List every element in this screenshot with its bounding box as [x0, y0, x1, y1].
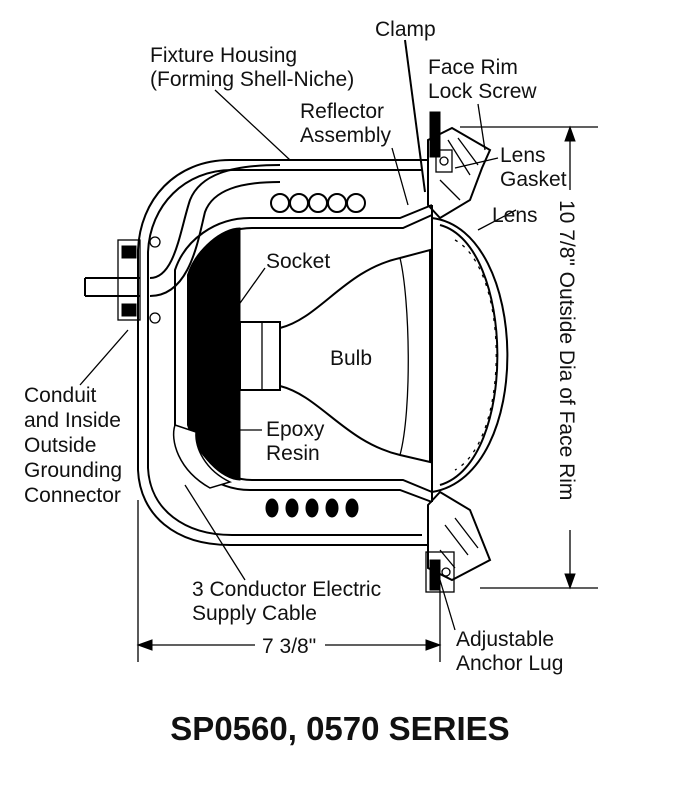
clamp — [404, 39, 426, 193]
label-lens-gasket-line2: Gasket — [500, 168, 567, 191]
label-conduit-line2: and Inside — [24, 409, 121, 432]
label-fixture-housing-line1: Fixture Housing — [150, 44, 297, 67]
label-cable-line1: 3 Conductor Electric — [192, 578, 381, 601]
bulb-reflector-edge — [399, 257, 409, 456]
supply-cable-coils-bottom — [265, 498, 359, 518]
supply-cable-coils-top — [270, 193, 366, 213]
label-anchor-line1: Adjustable — [456, 628, 554, 651]
label-epoxy-line2: Resin — [266, 442, 320, 465]
fixture-housing — [137, 159, 428, 546]
label-conduit-line5: Connector — [24, 484, 121, 507]
dimension-face-rim — [460, 125, 598, 590]
label-bulb: Bulb — [330, 347, 372, 370]
epoxy-resin-inset — [172, 424, 233, 489]
face-rim-bottom — [425, 490, 492, 593]
label-conduit-line3: Outside — [24, 434, 96, 457]
label-socket: Socket — [266, 250, 330, 273]
conduit-pipe — [84, 164, 281, 324]
label-lens-gasket-line1: Lens — [500, 144, 546, 167]
leader-lines — [79, 89, 517, 631]
label-epoxy-line1: Epoxy — [266, 418, 325, 441]
dimension-depth — [136, 500, 442, 662]
label-face-rim-line1: Face Rim — [428, 56, 518, 79]
bulb — [279, 248, 431, 464]
diagram-title: SP0560, 0570 SERIES — [170, 710, 509, 747]
label-face-rim-line2: Lock Screw — [428, 80, 537, 103]
face-rim-top — [427, 111, 492, 220]
label-anchor-line2: Anchor Lug — [456, 652, 563, 675]
label-clamp: Clamp — [375, 18, 436, 41]
label-lens: Lens — [492, 204, 538, 227]
label-reflector-line1: Reflector — [300, 100, 384, 123]
label-conduit-line1: Conduit — [24, 384, 97, 407]
dimension-face-rim-label: 10 7/8" Outside Dia of Face Rim — [555, 200, 578, 500]
dimension-depth-label: 7 3/8" — [262, 635, 316, 658]
label-cable-line2: Supply Cable — [192, 602, 317, 625]
label-conduit-line4: Grounding — [24, 459, 122, 482]
lens — [431, 205, 509, 502]
label-fixture-housing-line2: (Forming Shell-Niche) — [150, 68, 354, 91]
label-reflector-line2: Assembly — [300, 124, 392, 147]
